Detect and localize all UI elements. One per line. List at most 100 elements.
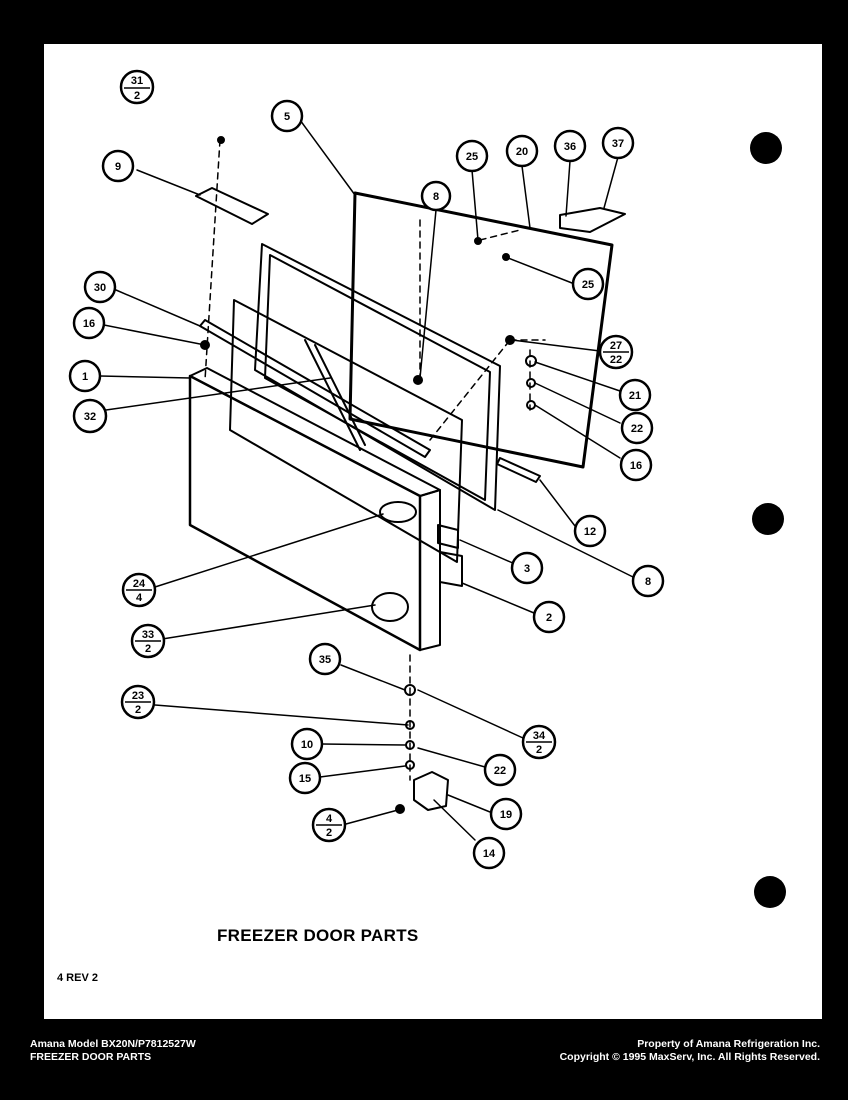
liner-detail-line: [304, 339, 361, 451]
svg-text:4: 4: [326, 813, 333, 825]
callout-25: 25: [455, 139, 489, 173]
callout-22: 22: [620, 411, 654, 445]
svg-text:14: 14: [483, 848, 496, 860]
callout-14: 14: [472, 836, 506, 870]
footer-right: Property of Amana Refrigeration Inc. Cop…: [560, 1038, 820, 1064]
svg-text:22: 22: [631, 423, 643, 435]
svg-text:35: 35: [319, 654, 331, 666]
property-line: Property of Amana Refrigeration Inc.: [637, 1038, 820, 1050]
svg-text:8: 8: [433, 191, 439, 203]
svg-text:33: 33: [142, 629, 154, 641]
inner-liner-frame: [254, 243, 501, 511]
callout-21: 21: [618, 378, 652, 412]
outer-door-side: [419, 489, 441, 651]
svg-text:4: 4: [136, 592, 143, 604]
callout-3: 3: [510, 551, 544, 585]
screw: [395, 804, 405, 814]
callout-23-2: 23 2: [120, 684, 156, 720]
callout-31-2: 31 2: [119, 69, 155, 105]
callout-35: 35: [308, 642, 342, 676]
top-hinge-plate: [195, 187, 269, 225]
label-oval: [379, 501, 417, 523]
svg-text:16: 16: [630, 460, 642, 472]
svg-text:3: 3: [524, 563, 530, 575]
callout-16: 16: [619, 448, 653, 482]
outer-door-front: [188, 374, 422, 652]
svg-text:34: 34: [533, 730, 546, 742]
svg-text:2: 2: [546, 612, 552, 624]
nut: [525, 355, 537, 367]
svg-text:25: 25: [582, 279, 594, 291]
svg-text:10: 10: [301, 739, 313, 751]
svg-text:2: 2: [134, 90, 140, 102]
svg-text:24: 24: [133, 578, 146, 590]
handle-bracket: [496, 457, 541, 483]
callout-34-2: 34 2: [521, 724, 557, 760]
bottom-hinge-bracket: [413, 771, 449, 811]
svg-text:23: 23: [132, 690, 144, 702]
svg-text:1: 1: [82, 371, 88, 383]
model-line: Amana Model BX20N/P7812527W: [30, 1038, 196, 1050]
door-panel-plate: [229, 299, 463, 563]
svg-text:27: 27: [610, 340, 622, 352]
callout-19: 19: [489, 797, 523, 831]
callout-2: 2: [532, 600, 566, 634]
callout-4-2: 4 2: [311, 807, 347, 843]
svg-text:5: 5: [284, 111, 290, 123]
svg-text:2: 2: [326, 827, 332, 839]
callout-24-4: 24 4: [121, 572, 157, 608]
callout-9: 9: [101, 149, 135, 183]
svg-text:15: 15: [299, 773, 311, 785]
footer-left: Amana Model BX20N/P7812527W FREEZER DOOR…: [30, 1038, 196, 1064]
svg-text:2: 2: [536, 744, 542, 756]
callout-30: 30: [83, 270, 117, 304]
callout-12: 12: [573, 514, 607, 548]
inner-liner-inner: [264, 254, 491, 501]
binder-hole: [750, 132, 782, 164]
svg-text:9: 9: [115, 161, 121, 173]
copyright-line: Copyright © 1995 MaxServ, Inc. All Right…: [559, 1051, 820, 1063]
svg-text:36: 36: [564, 141, 576, 153]
spacer-strip-3: [437, 524, 459, 549]
bushing: [405, 760, 415, 770]
svg-text:32: 32: [84, 411, 96, 423]
svg-text:20: 20: [516, 146, 528, 158]
label-oval: [371, 592, 409, 622]
diagram-title: FREEZER DOOR PARTS: [217, 926, 419, 945]
top-hinge-bracket: [559, 207, 626, 233]
callout-1: 1: [68, 359, 102, 393]
svg-text:21: 21: [629, 390, 641, 402]
liner-detail-line: [314, 344, 366, 446]
svg-text:30: 30: [94, 282, 106, 294]
callout-33-2: 33 2: [130, 623, 166, 659]
callout-25: 25: [571, 267, 605, 301]
outer-door-top: [189, 367, 441, 497]
washer: [405, 740, 415, 750]
screw: [217, 136, 225, 144]
callout-10: 10: [290, 727, 324, 761]
callout-36: 36: [553, 129, 587, 163]
callout-22: 22: [483, 753, 517, 787]
callout-8: 8: [420, 180, 452, 212]
breaker-strip: [199, 319, 431, 458]
svg-text:8: 8: [645, 576, 651, 588]
callout-8: 8: [631, 564, 665, 598]
binder-hole: [754, 876, 786, 908]
svg-text:25: 25: [466, 151, 478, 163]
svg-text:12: 12: [584, 526, 596, 538]
svg-text:2: 2: [145, 643, 151, 655]
binder-hole: [752, 503, 784, 535]
svg-text:22: 22: [494, 765, 506, 777]
callout-32: 32: [72, 398, 108, 434]
washer: [526, 400, 536, 410]
callout-16: 16: [72, 306, 106, 340]
revision-label: 4 REV 2: [57, 972, 98, 984]
callout-15: 15: [288, 761, 322, 795]
callout-37: 37: [601, 126, 635, 160]
callout-5: 5: [270, 99, 304, 133]
svg-text:31: 31: [131, 75, 143, 87]
callout-20: 20: [505, 134, 539, 168]
svg-text:16: 16: [83, 318, 95, 330]
svg-text:19: 19: [500, 809, 512, 821]
